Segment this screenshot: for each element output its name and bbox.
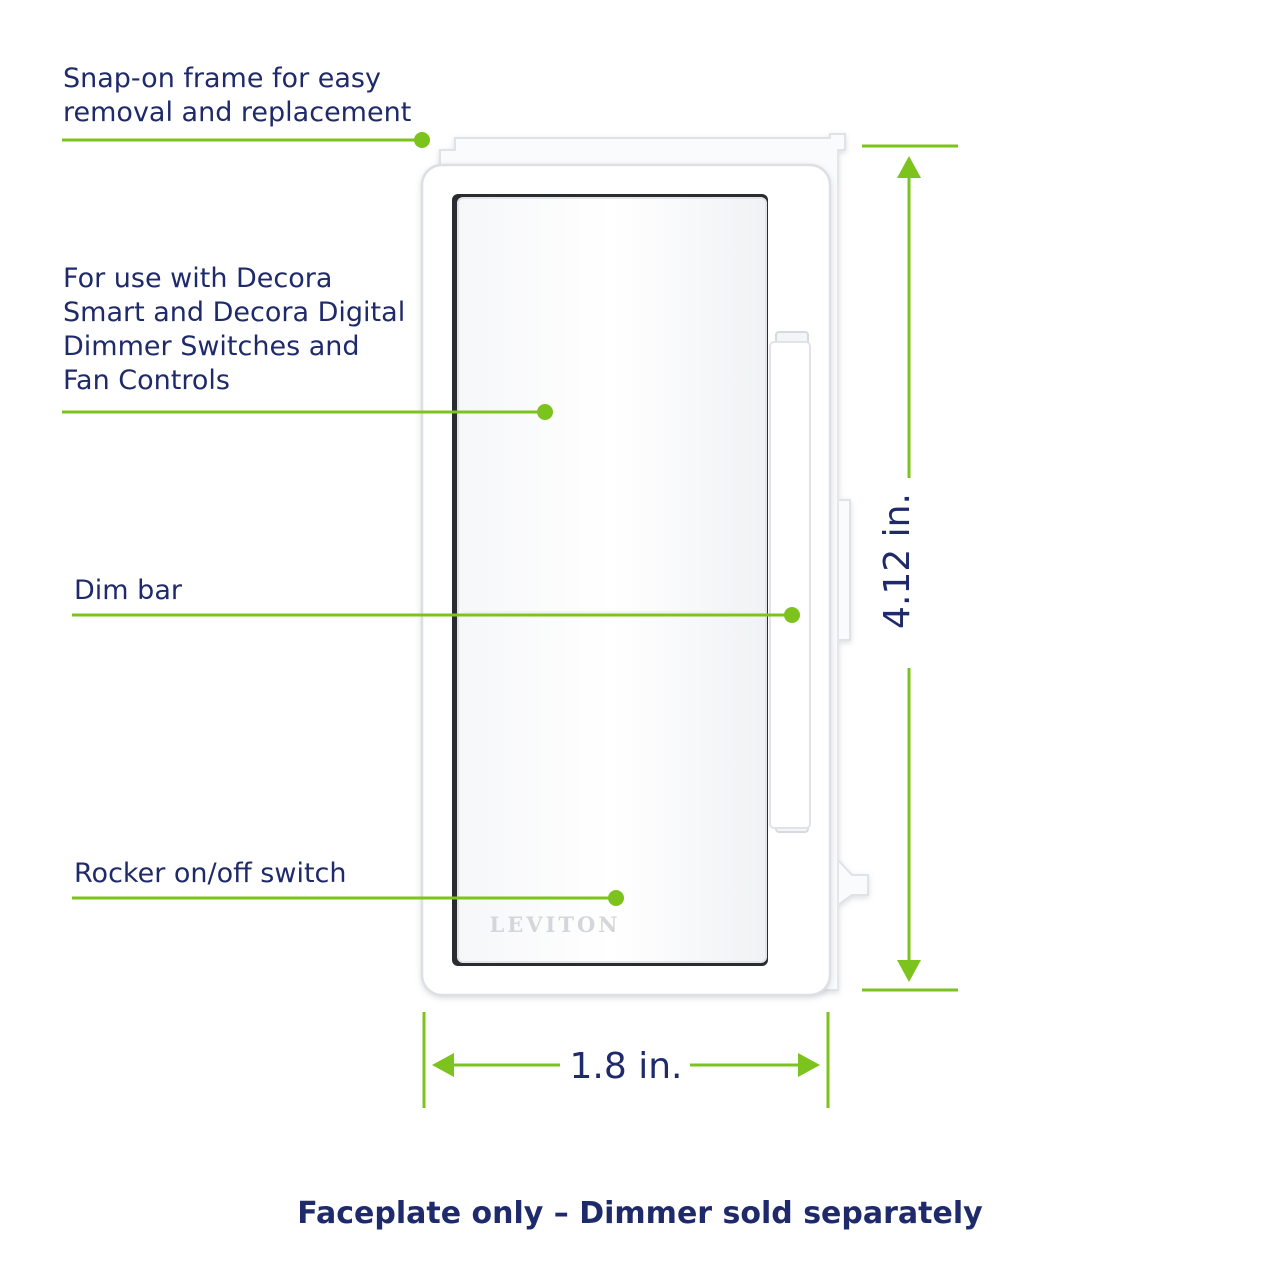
callout-dim-bar: Dim bar: [74, 575, 182, 606]
callout-rocker: Rocker on/off switch: [74, 858, 347, 889]
width-dimension: 1.8 in.: [422, 1012, 830, 1108]
height-label: 4.12 in.: [877, 493, 918, 629]
arrow-right-icon: [798, 1053, 820, 1077]
arrow-left-icon: [432, 1053, 454, 1077]
footer-note: Faceplate only – Dimmer sold separately: [297, 1196, 983, 1231]
height-dimension: 4.12 in.: [862, 144, 958, 992]
arrow-down-icon: [897, 960, 921, 982]
rocker-leader-dot: [608, 890, 624, 906]
width-label: 1.8 in.: [570, 1046, 683, 1087]
dim-bar-leader-dot: [784, 607, 800, 623]
frame-leader-dot: [414, 132, 430, 148]
callout-compatibility: For use with Decora Smart and Decora Dig…: [63, 263, 406, 396]
callout-frame: Snap-on frame for easy removal and repla…: [63, 63, 412, 128]
compat-leader-dot: [537, 404, 553, 420]
rocker-switch: LEVITON: [457, 197, 767, 963]
brand-logo: LEVITON: [489, 912, 620, 937]
callout-leaders: [62, 132, 800, 906]
arrow-up-icon: [897, 156, 921, 178]
dim-bar: [769, 331, 811, 833]
